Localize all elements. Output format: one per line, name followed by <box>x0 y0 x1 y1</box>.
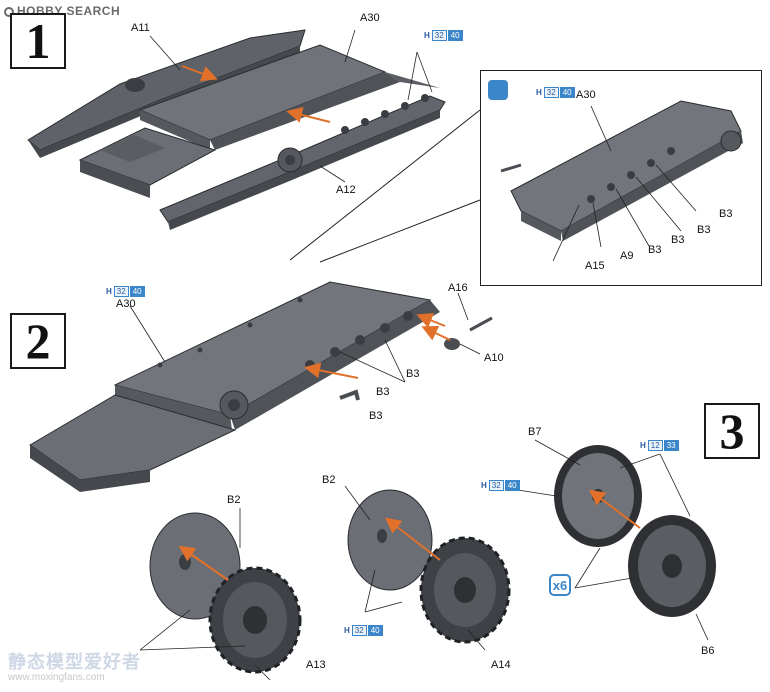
label-b3-inset-3: B3 <box>671 234 685 246</box>
label-b2-middle: B2 <box>322 474 336 486</box>
step2-hull-assembly <box>29 281 440 492</box>
detail-inset <box>480 70 762 286</box>
step-3-box: 3 <box>704 403 760 459</box>
watermark-title: 静态模型爱好者 <box>8 652 141 672</box>
label-b3-inset-2: B3 <box>697 224 711 236</box>
inset-drawing <box>500 100 743 262</box>
step-1-box: 1 <box>10 13 66 69</box>
label-a16: A16 <box>448 282 468 294</box>
label-b7: B7 <box>528 426 542 438</box>
step3-arrow-left <box>178 545 229 581</box>
step-2-box: 2 <box>10 313 66 369</box>
step3-arrow-middle <box>384 517 441 561</box>
label-a30-inset: A30 <box>576 89 596 101</box>
step2-small-parts <box>339 316 493 401</box>
watermark-url: www.moxingfans.com <box>8 672 105 683</box>
road-wheel-b6 <box>628 515 716 617</box>
label-b3-step2-a: B3 <box>406 368 420 380</box>
step2-arrow-b3 <box>304 362 359 379</box>
label-b3-step2-c: B3 <box>369 410 383 422</box>
label-b3-inset-4: B3 <box>648 244 662 256</box>
sprocket-assembly-left <box>149 512 302 674</box>
step3-arrow-wheel <box>588 489 641 529</box>
label-a10: A10 <box>484 352 504 364</box>
hobby-search-logo <box>4 7 14 17</box>
label-a13: A13 <box>306 659 326 671</box>
label-b3-step2-b: B3 <box>376 386 390 398</box>
label-b6: B6 <box>701 645 715 657</box>
step2-arrow-a16 <box>416 313 446 328</box>
step1-hull-side-a12 <box>159 94 446 230</box>
step1-arrow-a12 <box>286 107 331 123</box>
step1-hull-bottom <box>78 127 217 198</box>
label-a30-step2: A30 <box>116 298 136 310</box>
label-a12: A12 <box>336 184 356 196</box>
label-a11: A11 <box>131 22 150 34</box>
step1-hull-top-a30 <box>138 44 440 150</box>
label-a30-step1: A30 <box>360 12 380 24</box>
step1-arrow-a11 <box>181 65 218 82</box>
label-b3-inset-1: B3 <box>719 208 733 220</box>
label-a14: A14 <box>491 659 511 671</box>
label-a9: A9 <box>620 250 634 262</box>
tool-icon <box>488 80 508 100</box>
label-a15: A15 <box>585 260 605 272</box>
quantity-badge: x6 <box>549 574 571 596</box>
step2-arrow-a10 <box>421 325 451 341</box>
label-b2-left: B2 <box>227 494 241 506</box>
sprocket-assembly-middle <box>347 489 511 644</box>
